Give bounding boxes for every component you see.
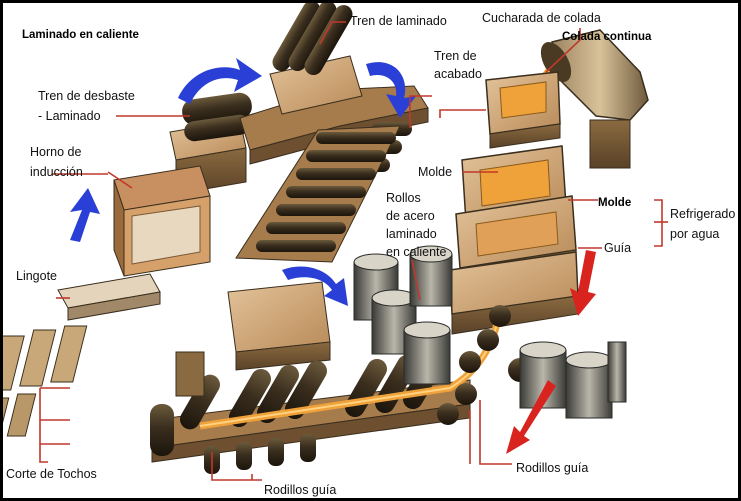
flow-arrows-red bbox=[506, 250, 596, 454]
label-rollos-4: en caliente bbox=[386, 245, 447, 259]
label-refrigerado-2: por agua bbox=[670, 227, 719, 241]
label-colada-continua: Colada continua bbox=[562, 31, 652, 43]
rolling-mill-stand bbox=[269, 1, 363, 115]
label-tren-desbaste-1: Tren de desbaste bbox=[38, 89, 135, 103]
middle-roller-table bbox=[235, 125, 401, 263]
strand-guide-rollers bbox=[437, 305, 532, 425]
label-tren-laminado: Tren de laminado bbox=[350, 14, 447, 28]
label-rollos-3: laminado bbox=[386, 227, 437, 241]
label-refrigerado-1: Refrigerado bbox=[670, 207, 735, 221]
label-tren-acabado-2: acabado bbox=[434, 67, 482, 81]
label-rollos-1: Rollos bbox=[386, 191, 421, 205]
press-unit bbox=[227, 281, 331, 371]
label-rodillos-guia-1: Rodillos guía bbox=[264, 483, 336, 497]
label-tren-desbaste-2: - Laminado bbox=[38, 109, 101, 123]
induction-furnace bbox=[113, 165, 211, 277]
coils-center bbox=[353, 245, 453, 385]
label-rodillos-guia-2: Rodillos guía bbox=[516, 461, 588, 475]
ingot bbox=[57, 273, 161, 321]
tundish bbox=[485, 71, 561, 149]
label-cucharada: Cucharada de colada bbox=[482, 11, 601, 25]
label-molde-1: Molde bbox=[418, 165, 452, 179]
label-molde-2: Molde bbox=[598, 197, 631, 209]
label-corte-tochos: Corte de Tochos bbox=[6, 467, 97, 481]
label-horno-1: Horno de bbox=[30, 145, 81, 159]
label-horno-2: inducción bbox=[30, 165, 83, 179]
billet-cutting bbox=[0, 325, 88, 441]
label-guia: Guía bbox=[604, 241, 631, 255]
label-rollos-2: de acero bbox=[386, 209, 435, 223]
labels: Laminado en caliente Tren de laminado Cu… bbox=[6, 11, 735, 497]
diagram-title: Laminado en caliente bbox=[22, 29, 139, 41]
flow-arrows-blue bbox=[70, 58, 416, 306]
leader-lines bbox=[39, 21, 668, 481]
label-tren-acabado-1: Tren de bbox=[434, 49, 477, 63]
label-lingote: Lingote bbox=[16, 269, 57, 283]
